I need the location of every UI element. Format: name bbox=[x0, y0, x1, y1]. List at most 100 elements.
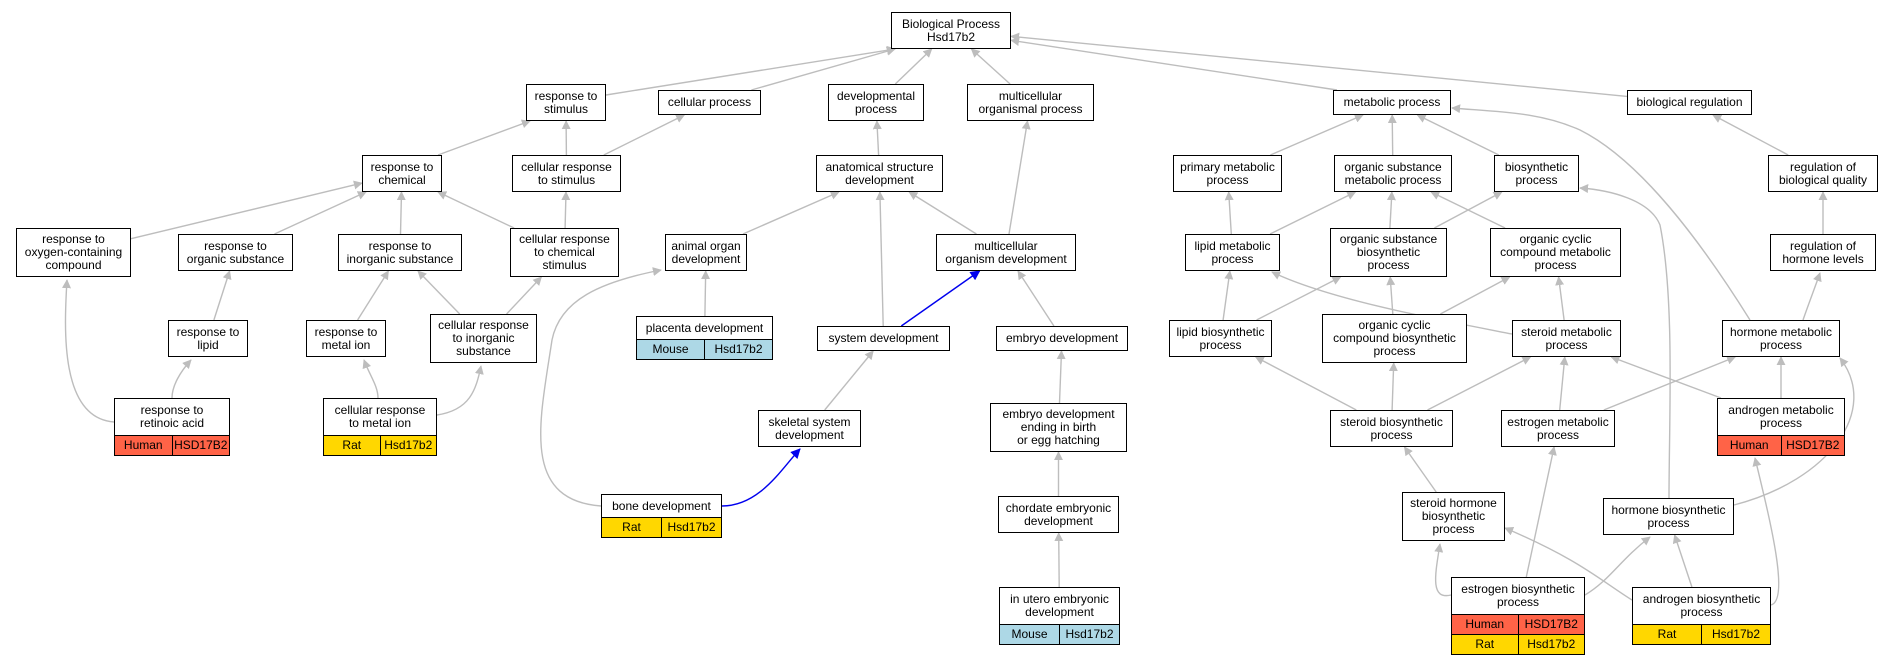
go-term-label: developmental process bbox=[836, 88, 916, 116]
edge-biosynth-to-metab bbox=[1416, 114, 1500, 156]
edge-steroid_metab-to-org_cyc_metab bbox=[1555, 276, 1565, 321]
go-term-resp-chem[interactable]: response to chemical bbox=[362, 155, 442, 192]
go-term-biosynth[interactable]: biosynthetic process bbox=[1494, 155, 1579, 192]
edge-estrogen_bios-to-horm_bios bbox=[1584, 536, 1651, 596]
go-term-multi-proc[interactable]: multicellular organismal process bbox=[967, 84, 1094, 121]
edge-androgen_bios-to-horm_bios bbox=[1672, 534, 1693, 588]
go-term-dev-proc[interactable]: developmental process bbox=[828, 84, 924, 121]
go-term-animal-organ[interactable]: animal organ development bbox=[665, 234, 747, 271]
go-term-root[interactable]: Biological Process Hsd17b2 bbox=[891, 12, 1011, 49]
go-term-anat-dev[interactable]: anatomical structure development bbox=[816, 155, 943, 192]
go-term-label: animal organ development bbox=[671, 238, 741, 266]
species-name: Mouse bbox=[1011, 627, 1048, 641]
go-term-embryo-dev[interactable]: embryo development bbox=[996, 326, 1128, 351]
go-term-resp-inorg[interactable]: response to inorganic substance bbox=[338, 234, 462, 271]
go-term-horm-bios[interactable]: hormone biosynthetic process bbox=[1603, 498, 1734, 535]
go-term-cell-resp-chem[interactable]: cellular response to chemical stimulus bbox=[510, 228, 619, 277]
go-term-multi-dev[interactable]: multicellular organism development bbox=[936, 234, 1076, 271]
go-term-horm-metab[interactable]: hormone metabolic process bbox=[1722, 320, 1840, 357]
go-term-label: steroid hormone biosynthetic process bbox=[1410, 496, 1497, 536]
go-term-steroid-bios[interactable]: steroid biosynthetic process bbox=[1330, 410, 1453, 447]
go-term-bioreg[interactable]: biological regulation bbox=[1627, 90, 1752, 115]
gene-symbol: HSD17B2 bbox=[1780, 436, 1845, 455]
go-term-sys-dev[interactable]: system development bbox=[817, 326, 950, 351]
go-term-embryo-birth[interactable]: embryo development ending in birth or eg… bbox=[990, 403, 1127, 452]
edge-cell_resp_stim-to-cell_proc bbox=[603, 114, 686, 156]
go-term-label: cellular response to chemical stimulus bbox=[519, 232, 610, 272]
go-term-label: cellular response to stimulus bbox=[521, 159, 612, 187]
go-term-steroid-horm-bios[interactable]: steroid hormone biosynthetic process bbox=[1402, 492, 1505, 541]
edge-bone_dev-to-animal_organ bbox=[540, 267, 662, 507]
go-term-resp-stim[interactable]: response to stimulus bbox=[526, 84, 606, 121]
edge-resp_retinoic-to-resp_lipid bbox=[171, 359, 192, 399]
edge-steroid_bios-to-lipid_bios bbox=[1254, 356, 1357, 411]
go-term-label: multicellular organismal process bbox=[978, 88, 1083, 116]
go-term-label: organic cyclic compound biosynthetic pro… bbox=[1333, 318, 1456, 358]
gene-symbol: Hsd17b2 bbox=[1701, 625, 1770, 644]
go-term-label: anatomical structure development bbox=[825, 159, 934, 187]
edge-anat_dev-to-dev_proc bbox=[872, 120, 882, 156]
edge-metab-to-root bbox=[1010, 37, 1338, 91]
go-term-label: lipid biosynthetic process bbox=[1176, 324, 1265, 352]
edge-androgen_bios-to-steroid_horm_bios bbox=[1504, 527, 1633, 601]
go-term-org-cyc-bios[interactable]: organic cyclic compound biosynthetic pro… bbox=[1322, 314, 1467, 363]
go-term-label: metabolic process bbox=[1343, 95, 1441, 109]
go-term-skeletal[interactable]: skeletal system development bbox=[758, 410, 861, 447]
go-term-cell-resp-stim[interactable]: cellular response to stimulus bbox=[512, 155, 621, 192]
gene-symbol: Hsd17b2 bbox=[1517, 635, 1585, 654]
edge-lipid_metab-to-org_sub_metab bbox=[1269, 191, 1357, 235]
edge-resp_lipid-to-resp_org_sub bbox=[213, 270, 232, 321]
go-term-reg-horm[interactable]: regulation of hormone levels bbox=[1770, 234, 1876, 271]
go-term-label: cellular response to inorganic substance bbox=[438, 318, 529, 358]
go-term-org-sub-metab[interactable]: organic substance metabolic process bbox=[1334, 155, 1452, 192]
edge-horm_metab-to-metab bbox=[1451, 104, 1751, 321]
go-term-cell-proc[interactable]: cellular process bbox=[658, 90, 761, 115]
go-term-metab[interactable]: metabolic process bbox=[1333, 90, 1451, 115]
go-term-org-sub-bios[interactable]: organic substance biosynthetic process bbox=[1330, 228, 1447, 277]
go-term-label: response to chemical bbox=[370, 159, 434, 187]
go-term-org-cyc-metab[interactable]: organic cyclic compound metabolic proces… bbox=[1490, 228, 1621, 277]
go-term-label: response to lipid bbox=[176, 324, 240, 352]
go-term-lipid-bios[interactable]: lipid biosynthetic process bbox=[1169, 320, 1272, 357]
go-term-reg-bio-qual[interactable]: regulation of biological quality bbox=[1768, 155, 1878, 192]
edge-steroid_bios-to-org_cyc_bios bbox=[1388, 362, 1398, 411]
go-term-label: cellular response to metal ion bbox=[334, 403, 426, 430]
go-term-resp-lipid[interactable]: response to lipid bbox=[168, 320, 248, 357]
edge-embryo_dev-to-multi_dev bbox=[1017, 270, 1055, 327]
go-term-lipid-metab[interactable]: lipid metabolic process bbox=[1185, 234, 1280, 271]
edge-animal_organ-to-anat_dev bbox=[742, 191, 840, 235]
go-term-label: embryo development ending in birth or eg… bbox=[1002, 407, 1115, 447]
edge-resp_chem-to-resp_stim bbox=[437, 119, 531, 156]
edge-org_cyc_bios-to-org_sub_bios bbox=[1386, 276, 1396, 315]
go-term-label: steroid metabolic process bbox=[1521, 324, 1612, 352]
go-term-prim-metab[interactable]: primary metabolic process bbox=[1173, 155, 1282, 192]
edge-org_cyc_bios-to-org_cyc_metab bbox=[1440, 276, 1511, 315]
edge-steroid_metab-to-lipid_metab bbox=[1271, 271, 1513, 335]
go-term-resp-org-sub[interactable]: response to organic substance bbox=[178, 234, 293, 271]
edge-bone_dev-to-skeletal bbox=[721, 448, 801, 507]
go-term-cell-resp-inorg[interactable]: cellular response to inorganic substance bbox=[430, 314, 537, 363]
go-term-chordate[interactable]: chordate embryonic development bbox=[998, 496, 1119, 533]
go-term-steroid-metab[interactable]: steroid metabolic process bbox=[1512, 320, 1621, 357]
go-term-label: estrogen metabolic process bbox=[1507, 414, 1609, 442]
edge-resp_retinoic-to-resp_oxy bbox=[62, 279, 115, 423]
go-term-resp-oxy[interactable]: response to oxygen-containing compound bbox=[16, 228, 131, 277]
species-name: Human bbox=[123, 438, 163, 452]
go-term-estrogen-metab[interactable]: estrogen metabolic process bbox=[1501, 410, 1615, 447]
edge-prim_metab-to-metab bbox=[1270, 114, 1364, 156]
edge-bioreg-to-root bbox=[1010, 32, 1628, 98]
go-term-resp-metal[interactable]: response to metal ion bbox=[306, 320, 386, 357]
edge-lipid_bios-to-org_sub_bios bbox=[1256, 276, 1342, 321]
edge-cell_resp_metal-to-cell_resp_inorg bbox=[436, 365, 484, 416]
edge-org_sub_bios-to-org_sub_metab bbox=[1386, 191, 1396, 229]
